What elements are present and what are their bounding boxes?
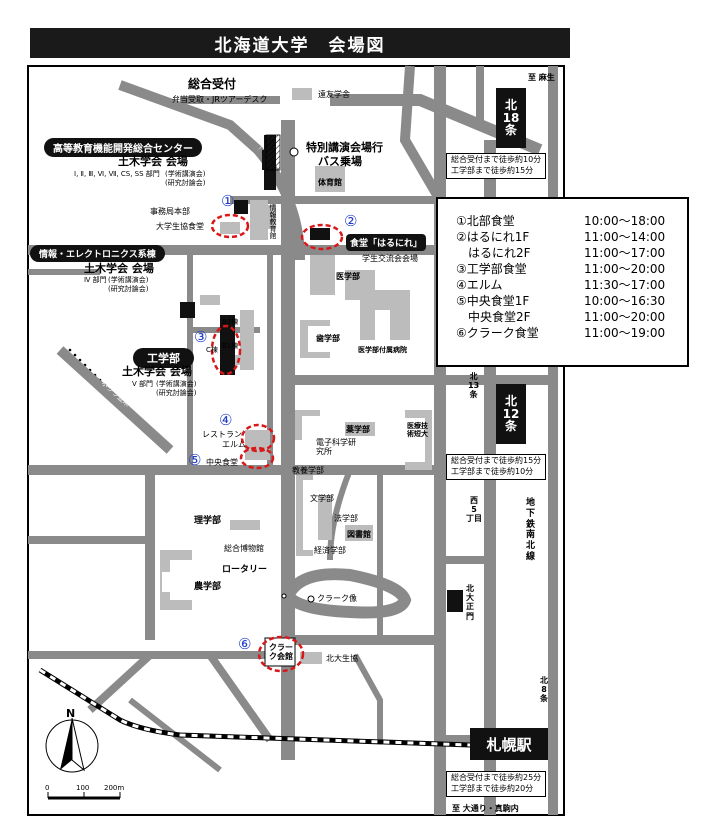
marker-5: ⑤ (188, 451, 202, 469)
reception-sub: 弁当受取・JRツアーデスク (172, 95, 268, 104)
label-law: 法学部 (334, 514, 358, 523)
label-to-odori: 至 大通り・真駒内 (452, 804, 519, 813)
marker-1: ① (221, 192, 235, 210)
civil3: 土木学会 会場 (122, 365, 192, 378)
civil1-sub3: (研究討論会) (165, 179, 206, 187)
civil2-sub: Ⅳ 部門 (84, 276, 107, 284)
label-bus: バス乗場 (318, 155, 362, 168)
railway-ties (39, 668, 471, 747)
civil2: 土木学会 会場 (84, 262, 154, 275)
label-coop-cafeteria: 大学生協食堂 (156, 222, 204, 231)
label-health: 医療技術短大 (407, 422, 428, 439)
cafeteria-highlights (210, 213, 344, 673)
label-agr: 農学部 (194, 582, 222, 592)
label-b3: B3棟 (222, 318, 239, 326)
civil3-sub3: (研究討論会) (156, 389, 197, 397)
rotary-marker (281, 593, 287, 599)
civil1-sub2: (学術講演会) (165, 170, 206, 178)
civil1: 土木学会 会場 (118, 155, 188, 168)
note-kita12: 総合受付まで徒歩約15分 工学部まで徒歩約10分 (446, 454, 547, 480)
label-coop: 北大生協 (326, 654, 358, 663)
marker-2: ② (344, 212, 358, 230)
scale-bar (47, 792, 121, 800)
label-gym: 体育館 (318, 178, 342, 187)
label-kita8: 北 8 条 (540, 676, 548, 704)
label-clark-statue: クラーク像 (317, 594, 357, 603)
clark-statue-marker (307, 595, 315, 603)
station-kita18: 北 18 条 (496, 88, 526, 148)
label-student-hall: 学生交流会会場 (362, 254, 418, 263)
reception-title: 総合受付 (188, 77, 237, 91)
scale-0: 0 (45, 784, 50, 792)
label-econ: 経済学部 (314, 546, 346, 555)
marker-4: ④ (219, 411, 233, 429)
label-lib: 図書館 (347, 530, 371, 539)
station-sapporo: 札幌駅 (470, 728, 548, 760)
eng-label: 工学部 (133, 348, 194, 368)
label-gate: 北 大 正 門 (466, 584, 474, 621)
label-museum: 総合博物館 (224, 544, 264, 553)
civil3-sub2: (学術講演会) (156, 380, 197, 388)
haruniré-label: 食堂「はるにれ」 (346, 234, 427, 251)
reception-building (265, 134, 281, 171)
label-rotary: ロータリー (222, 565, 268, 575)
label-kita13: 北 13 条 (468, 372, 480, 400)
label-b1: B1棟 (222, 342, 239, 350)
label-to-asabu: 至 麻生 (528, 73, 555, 82)
label-clark-hall: クラーク会館 (269, 643, 293, 662)
civil3-sub: Ⅴ 部門 (132, 380, 154, 388)
marker-3: ③ (194, 328, 208, 346)
label-central: 中央食堂 (206, 458, 238, 467)
scale-100: 100 (76, 784, 90, 792)
civil2-sub3: (研究討論会) (108, 285, 149, 293)
label-med: 医学部 (336, 272, 360, 281)
note-kita18: 総合受付まで徒歩約10分 工学部まで徒歩約15分 (446, 153, 547, 179)
label-elm: エルム (222, 440, 246, 449)
label-dent: 歯学部 (316, 334, 340, 343)
center-label: 高等教育機能開発総合センター (44, 138, 202, 157)
civil1-sub: Ⅰ, Ⅱ, Ⅲ, Ⅵ, Ⅶ, CS, SS 部門 (74, 170, 160, 178)
label-pharm: 薬学部 (346, 425, 370, 434)
rotary-loop (282, 568, 412, 619)
label-yuyu: 遠友学舎 (318, 90, 350, 99)
label-special-lecture: 特別講演会場行 (306, 141, 383, 154)
label-elm-tunnel: エルムトンネル (320, 116, 376, 125)
civil2-sub2: (学術講演会) (108, 276, 149, 284)
label-info-edu: 情報教育館 (269, 204, 277, 239)
label-sci: 理学部 (194, 516, 222, 526)
note-sapporo: 総合受付まで徒歩約25分 工学部まで徒歩約20分 (446, 771, 547, 797)
label-subway: 地 下 鉄 南 北 線 (526, 498, 536, 562)
marker-6: ⑥ (238, 635, 252, 653)
label-hospital: 医学部付属病院 (358, 346, 407, 354)
label-c: C棟 (206, 346, 218, 354)
label-edu: 教養学部 (292, 466, 324, 475)
north-label: N (66, 707, 76, 720)
label-lit: 文学部 (310, 494, 334, 503)
station-kita12: 北 12 条 (496, 384, 526, 444)
north-arrow-icon (45, 717, 99, 773)
label-restaurant: レストラン (202, 430, 242, 439)
label-es: 電子科学研究所 (316, 438, 356, 457)
poplar-road (56, 346, 174, 454)
label-office: 事務局本部 (150, 207, 190, 216)
ist-label: 情報・エレクトロニクス系棟 (30, 245, 165, 262)
scale-200: 200m (104, 784, 125, 792)
buildings (160, 88, 432, 667)
label-nishi5: 西 5 丁目 (466, 496, 482, 524)
bus-stop-icon (289, 147, 299, 157)
map-title: 北海道大学 会場図 (30, 28, 570, 58)
